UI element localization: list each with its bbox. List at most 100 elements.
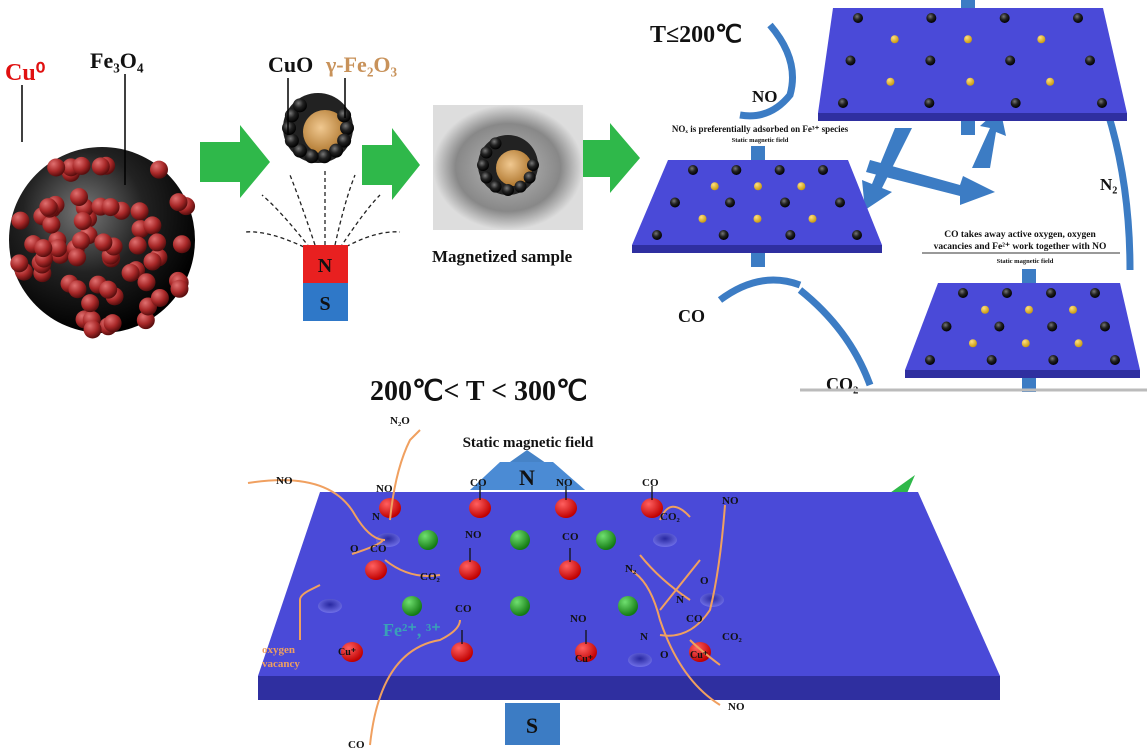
- cu-sphere: [150, 288, 169, 307]
- panel1-caption: NOₓ is preferentially adsorbed on Fe³⁺ s…: [672, 124, 849, 134]
- fe-atom: [418, 530, 438, 550]
- co-label-5: CO: [455, 603, 472, 615]
- fe-atom: [402, 596, 422, 616]
- north-arrow-base: [470, 462, 585, 490]
- co-label-6: CO: [686, 613, 703, 625]
- cuo-sphere: [337, 108, 352, 123]
- gamma-fe2o3-label: γ-Fe₂O₃: [325, 52, 398, 77]
- cu-sphere: [68, 280, 87, 299]
- fe-atom: [1037, 35, 1046, 44]
- panel1-field-label: Static magnetic field: [732, 137, 789, 144]
- cu-sphere: [149, 160, 168, 179]
- panel3-field-label: Static magnetic field: [997, 258, 1054, 265]
- cu-fe3o4-particle: [9, 147, 196, 339]
- metal-atom: [688, 165, 698, 175]
- cuo-sphere: [489, 137, 502, 150]
- cu-sphere: [169, 193, 188, 212]
- metal-atom: [926, 13, 937, 23]
- metal-atom: [1100, 321, 1110, 332]
- fe-atom: [1021, 339, 1030, 348]
- cu-atom: [469, 498, 491, 518]
- surface-panel-top: [818, 0, 1127, 135]
- fe-atom: [710, 182, 719, 191]
- metal-atom: [925, 355, 935, 365]
- blue-flow-arrows: [717, 22, 1134, 387]
- metal-atom: [958, 288, 968, 298]
- slab-side: [632, 245, 882, 253]
- metal-atom: [731, 165, 742, 175]
- o-label-2: O: [700, 575, 709, 587]
- cu-sphere: [39, 198, 58, 217]
- fe-atom: [966, 77, 975, 86]
- cu-plus-label-2: Cu⁺: [575, 654, 593, 665]
- cuo-sphere: [523, 171, 536, 184]
- cuo-sphere: [340, 121, 354, 135]
- metal-atom: [925, 55, 936, 66]
- arrow-right-1: [200, 125, 270, 198]
- metal-atom: [941, 321, 952, 332]
- metal-atom: [994, 321, 1005, 332]
- surface-panel-no-adsorption: [632, 146, 882, 267]
- fe-atom: [981, 305, 989, 314]
- cu-sphere: [137, 273, 156, 292]
- cuo-sphere: [514, 180, 527, 193]
- fe-atom: [510, 530, 530, 550]
- n2-label: N₂: [625, 563, 637, 575]
- temp-low-label: T≤200℃: [650, 22, 742, 48]
- metal-atom: [1046, 288, 1056, 298]
- slab-side: [905, 370, 1140, 378]
- fe3o4-label: Fe₃O₄: [90, 48, 144, 73]
- co-label-1: CO: [470, 477, 487, 489]
- slab-side: [818, 113, 1127, 121]
- fe-ions-label: Fe²⁺, ³⁺: [383, 620, 441, 640]
- cu-sphere: [73, 212, 92, 231]
- cuo-sphere: [304, 149, 319, 164]
- bar-magnet: N S: [303, 245, 348, 321]
- big-n-label: N: [519, 465, 535, 490]
- slab-top: [632, 160, 882, 245]
- fe-atom: [808, 214, 817, 223]
- metal-atom: [1097, 98, 1107, 108]
- fe-atom: [510, 596, 530, 616]
- cu-sphere: [99, 280, 118, 299]
- arrow-right-3: [578, 123, 640, 193]
- magnet-n-label: N: [318, 255, 333, 277]
- cuo-sphere: [502, 184, 514, 196]
- cuo-sphere: [292, 98, 307, 113]
- blue-cycle-arrows: [862, 108, 1006, 210]
- no-label-feed: NO: [728, 701, 745, 713]
- cu-sphere: [136, 311, 155, 330]
- metal-atom: [785, 230, 796, 240]
- n-label-2: N: [676, 594, 684, 606]
- cu-sphere: [11, 211, 30, 230]
- reaction-flows: [247, 429, 726, 746]
- south-block: [961, 121, 975, 135]
- cu-atom: [365, 560, 387, 580]
- cu-sphere: [83, 320, 102, 339]
- fe-atom: [1069, 305, 1077, 314]
- no-label-6: NO: [570, 613, 587, 625]
- cu-sphere: [81, 294, 100, 313]
- cu-sphere: [172, 235, 191, 254]
- metal-atom: [853, 13, 863, 23]
- cu-atom: [575, 642, 597, 662]
- cu-sphere: [121, 263, 140, 282]
- cuo-sphere: [527, 159, 539, 171]
- metal-atom: [1073, 13, 1083, 23]
- metal-atom: [845, 55, 856, 66]
- cu-sphere: [143, 216, 162, 235]
- no-label-1: NO: [276, 475, 293, 487]
- arrow-right-2: [362, 128, 420, 200]
- cu-atom: [689, 642, 711, 662]
- metal-atom: [774, 165, 785, 175]
- co-label-3: CO: [370, 543, 387, 555]
- cuo-sphere: [329, 143, 344, 158]
- cu-sphere: [148, 233, 167, 252]
- cuo-sphere: [480, 171, 493, 184]
- fe-atom: [618, 596, 638, 616]
- cu-sphere: [128, 236, 147, 255]
- metal-atom: [1110, 355, 1120, 365]
- co2-label-3: CO₂: [722, 631, 743, 643]
- oxygen-vacancy: [376, 533, 400, 547]
